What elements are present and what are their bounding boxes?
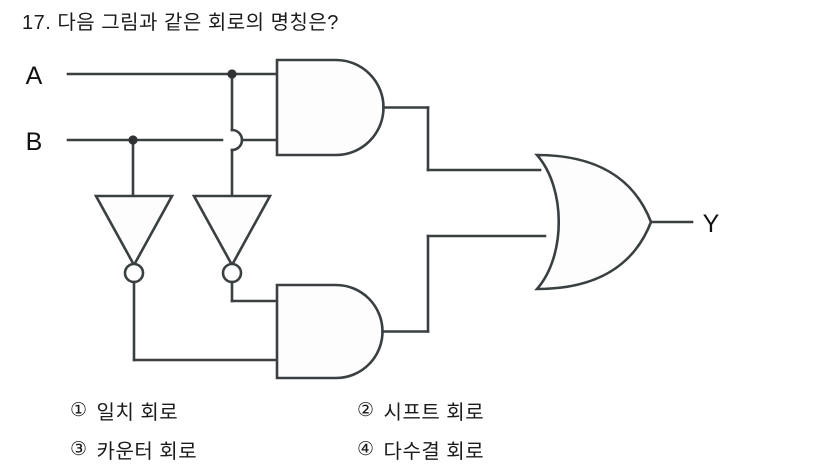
and-gate-top-body	[275, 58, 385, 157]
answer-text-3: 카운터 회로	[96, 441, 198, 463]
page-title: 17. 다음 그림과 같은 회로의 명칭은?	[22, 12, 339, 34]
answer-marker-3: ③	[70, 439, 88, 460]
input-label-b: B	[26, 128, 43, 156]
answer-option-4[interactable]: ④ 다수결 회로	[357, 435, 484, 464]
and-gate-bottom-body	[275, 283, 384, 380]
inverter-right-bubble	[221, 262, 243, 284]
answer-marker-2: ②	[357, 400, 375, 421]
junction-dot-b	[128, 135, 138, 145]
junction-dot-a	[227, 69, 237, 79]
output-label-y: Y	[703, 210, 720, 238]
circuit-diagram: A B Y	[0, 42, 826, 392]
answer-marker-1: ①	[70, 400, 88, 421]
answer-text-1: 일치 회로	[96, 402, 179, 424]
inverter-left-bubble	[123, 262, 145, 284]
answer-option-1[interactable]: ① 일치 회로	[70, 396, 178, 425]
answer-text-2: 시프트 회로	[383, 402, 485, 424]
answer-marker-4: ④	[357, 439, 375, 460]
input-label-a: A	[26, 62, 43, 90]
answer-option-2[interactable]: ② 시프트 회로	[357, 396, 484, 425]
answer-row: ① 일치 회로 ② 시프트 회로	[0, 396, 826, 434]
or-gate-body	[534, 153, 653, 291]
answer-option-3[interactable]: ③ 카운터 회로	[70, 435, 197, 464]
inverter-right-body	[191, 194, 273, 268]
wire-hop-crossover	[230, 128, 244, 152]
inverter-left-body	[93, 194, 175, 268]
answer-options: ① 일치 회로 ② 시프트 회로 ③ 카운터 회로 ④ 다수결 회로	[0, 396, 826, 474]
answer-text-4: 다수결 회로	[383, 441, 485, 463]
logic-circuit-svg: A B Y	[26, 58, 720, 380]
answer-row: ③ 카운터 회로 ④ 다수결 회로	[0, 435, 826, 473]
